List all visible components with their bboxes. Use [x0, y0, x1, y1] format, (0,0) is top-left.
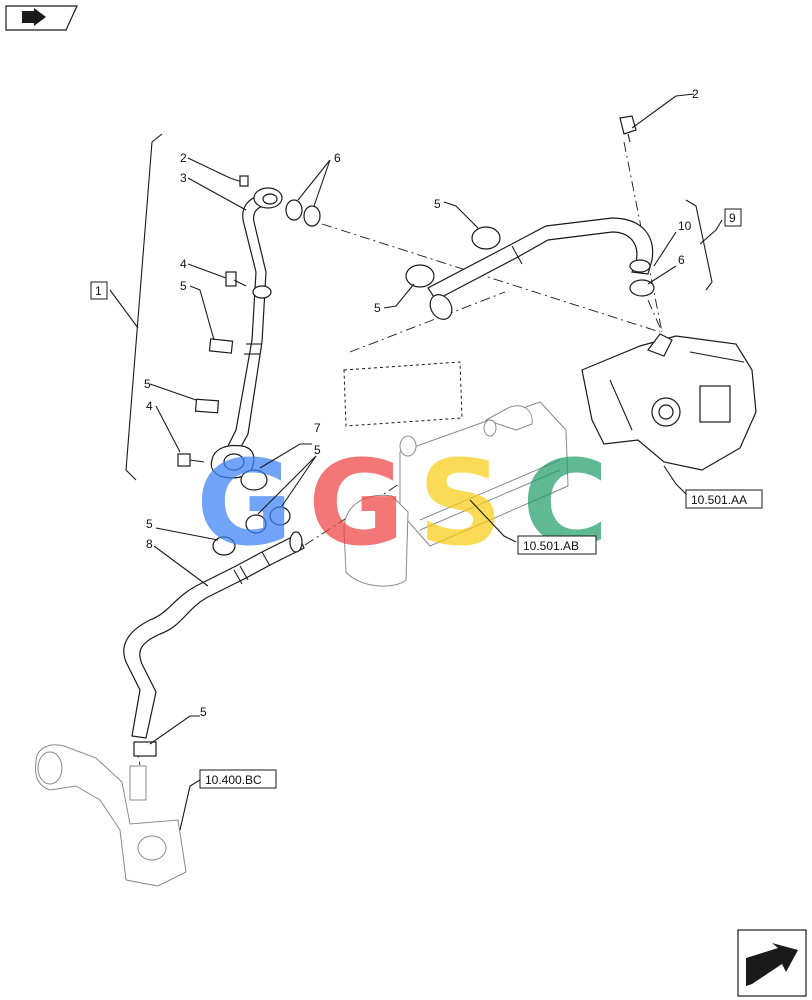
bolt-4-lower: [177, 453, 205, 467]
book-arrow-icon[interactable]: [5, 5, 78, 31]
watermark: G G S C: [196, 434, 609, 572]
watermark-letter-1: G: [196, 434, 293, 572]
reference-10-501-aa[interactable]: 10.501.AA: [685, 489, 763, 509]
callout-5: 5: [434, 197, 441, 211]
callout-4: 4: [180, 257, 187, 271]
bolt-2-right: [619, 115, 637, 143]
callout-5: 5: [180, 279, 187, 293]
callout-6: 6: [334, 151, 341, 165]
reference-10-400-bc[interactable]: 10.400.BC: [199, 769, 277, 789]
callout-2: 2: [180, 151, 187, 165]
callout-10: 10: [678, 219, 692, 233]
dashed-outline-box: [343, 361, 463, 427]
hose-8: [123, 531, 305, 739]
callout-5: 5: [144, 377, 151, 391]
callout-8: 8: [146, 537, 153, 551]
callout-9: 9: [729, 211, 736, 225]
next-page-arrow-icon[interactable]: [737, 929, 807, 997]
group-bracket-9: [685, 199, 713, 291]
callout-5: 5: [146, 517, 153, 531]
o-rings: [240, 199, 655, 491]
watermark-letter-3: S: [418, 434, 503, 572]
pipe-upper-right: [427, 217, 654, 320]
thermostat-housing: [35, 744, 187, 887]
callout-5: 5: [200, 705, 207, 719]
callout-1: 1: [95, 284, 102, 298]
callout-5: 5: [314, 443, 321, 457]
reference-label: 10.501.AA: [691, 493, 747, 507]
callout-4: 4: [146, 399, 153, 413]
callout-9-box: [724, 208, 742, 227]
egr-valve: [581, 333, 757, 471]
callouts: 2 3 4 5 5 4 6 2 5 5 7 5 5 8 5 10 6 9 1: [90, 87, 742, 719]
callout-1-box: [90, 281, 108, 300]
clamps-5: [133, 226, 501, 757]
flange: [210, 444, 255, 479]
callout-2: 2: [692, 87, 699, 101]
callout-7: 7: [314, 421, 321, 435]
callout-6: 6: [678, 253, 685, 267]
leader-lines: [109, 93, 723, 831]
watermark-letter-2: G: [308, 434, 405, 572]
group-bracket-1: [125, 133, 163, 481]
callout-5: 5: [374, 301, 381, 315]
pipe-3: [227, 187, 283, 453]
reference-label: 10.501.AB: [523, 539, 579, 553]
reference-label: 10.400.BC: [205, 773, 262, 787]
reference-10-501-ab[interactable]: 10.501.AB: [517, 535, 597, 555]
bolt-2-left: [229, 175, 249, 187]
callout-3: 3: [180, 171, 187, 185]
egr-cooler: [343, 401, 569, 587]
bolt-4-upper: [225, 271, 247, 287]
